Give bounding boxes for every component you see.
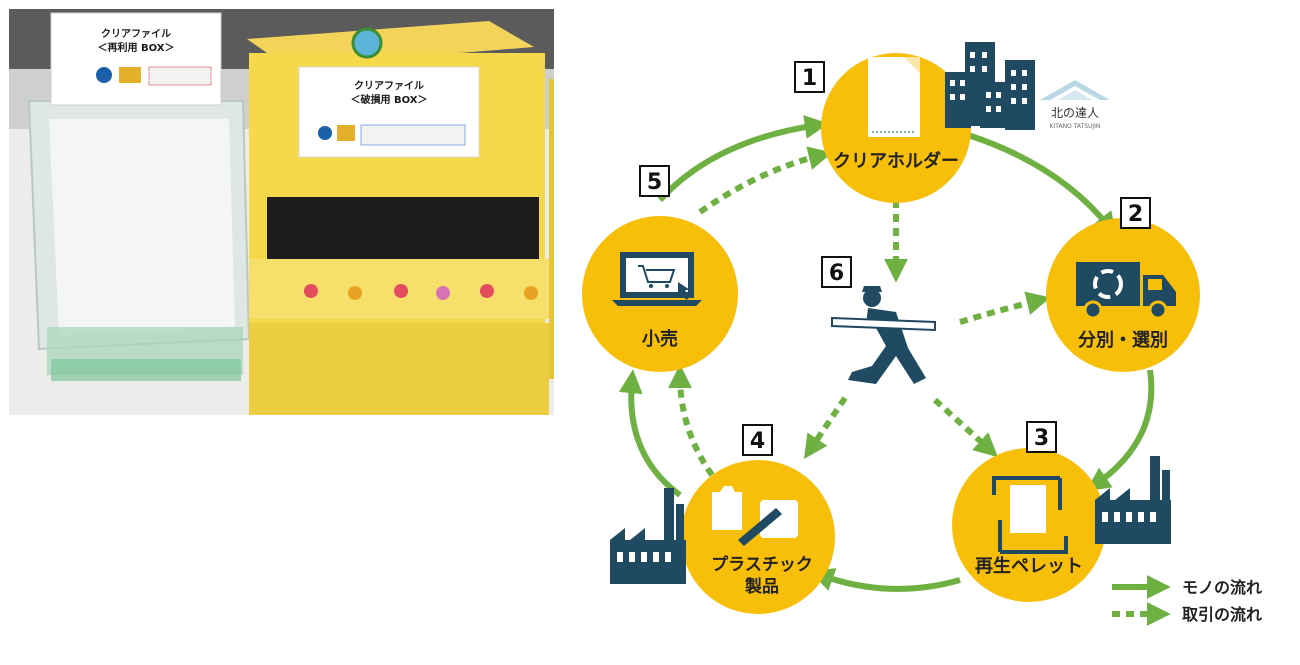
left-box-title: クリアファイル xyxy=(101,28,171,40)
num-badge-6: 6 xyxy=(821,256,852,288)
legend-solid-label: モノの流れ xyxy=(1182,578,1262,597)
svg-text:5: 5 xyxy=(647,170,662,195)
svg-text:3: 3 xyxy=(1034,426,1049,451)
dotted-arrow-5-to-1 xyxy=(698,146,833,215)
arrow-5-to-1 xyxy=(657,115,829,203)
factory-icon-left xyxy=(610,488,686,584)
recycle-arrows-icon xyxy=(992,476,1068,554)
dotted-arrow-4-to-5 xyxy=(668,364,715,477)
label-sorting: 分別・選別 xyxy=(1078,330,1168,351)
num-badge-3: 3 xyxy=(1026,421,1057,453)
num-badge-4: 4 xyxy=(742,424,773,456)
left-box-sign: クリアファイル ＜再利用 BOX＞ xyxy=(50,12,222,106)
arrow-4-to-5 xyxy=(618,369,682,498)
label-clear-holder: クリアホルダー xyxy=(833,150,959,172)
kitano-tatsujin-logo: 北の達人 KITANO TATSUJIN xyxy=(1040,80,1110,130)
plastic-products-icon xyxy=(712,486,798,546)
node-plastic-products: プラスチック 製品 xyxy=(681,460,835,614)
recycling-boxes-photo: クリアファイル ＜再利用 BOX＞ クリアファイル ＜破損用 BOX＞ xyxy=(9,9,554,415)
left-box-subtitle: ＜再利用 BOX＞ xyxy=(98,41,175,54)
dotted-arrow-6-to-2 xyxy=(959,291,1051,325)
buildings-icon xyxy=(945,42,1035,130)
svg-text:6: 6 xyxy=(829,261,844,286)
right-box-subtitle: ＜破損用 BOX＞ xyxy=(351,93,428,106)
courier-icon xyxy=(831,286,936,384)
truck-icon xyxy=(1076,262,1176,320)
legend: モノの流れ 取引の流れ xyxy=(1112,575,1262,626)
legend-dotted-label: 取引の流れ xyxy=(1182,605,1262,624)
arrow-2-to-3 xyxy=(1086,369,1155,492)
num-badge-5: 5 xyxy=(639,165,670,197)
label-plastic-products-line2: 製品 xyxy=(744,576,779,597)
right-box-title: クリアファイル xyxy=(354,80,424,92)
arrow-3-to-4 xyxy=(809,568,961,592)
svg-text:4: 4 xyxy=(750,429,765,454)
num-badge-1: 1 xyxy=(794,61,825,93)
logo-sub: KITANO TATSUJIN xyxy=(1050,123,1101,130)
arrow-1-to-2 xyxy=(967,132,1117,237)
goods-flow-arrows xyxy=(618,115,1155,592)
label-plastic-products-line1: プラスチック xyxy=(711,554,813,575)
legend-dotted: 取引の流れ xyxy=(1112,602,1262,626)
laptop-cart-icon xyxy=(612,252,702,306)
node-recycled-pellets: 再生ペレット xyxy=(952,448,1106,602)
dotted-arrow-6-to-4 xyxy=(803,396,848,459)
node-retail: 小売 xyxy=(582,216,738,372)
right-box-sign: クリアファイル ＜破損用 BOX＞ xyxy=(298,66,480,158)
label-recycled-pellets: 再生ペレット xyxy=(975,555,1083,577)
num-badge-2: 2 xyxy=(1120,197,1151,229)
node-sorting: 分別・選別 xyxy=(1046,218,1200,372)
transaction-flow-arrows xyxy=(668,146,1051,477)
factory-icon-right xyxy=(1095,456,1171,544)
clear-holder-icon xyxy=(868,57,920,137)
legend-solid: モノの流れ xyxy=(1112,575,1262,599)
logo-name: 北の達人 xyxy=(1051,106,1099,120)
node-clear-holder: クリアホルダー xyxy=(821,53,971,203)
svg-text:2: 2 xyxy=(1128,202,1143,227)
svg-text:1: 1 xyxy=(802,66,817,91)
label-retail: 小売 xyxy=(642,328,678,350)
dotted-arrow-6-to-3 xyxy=(932,397,998,458)
